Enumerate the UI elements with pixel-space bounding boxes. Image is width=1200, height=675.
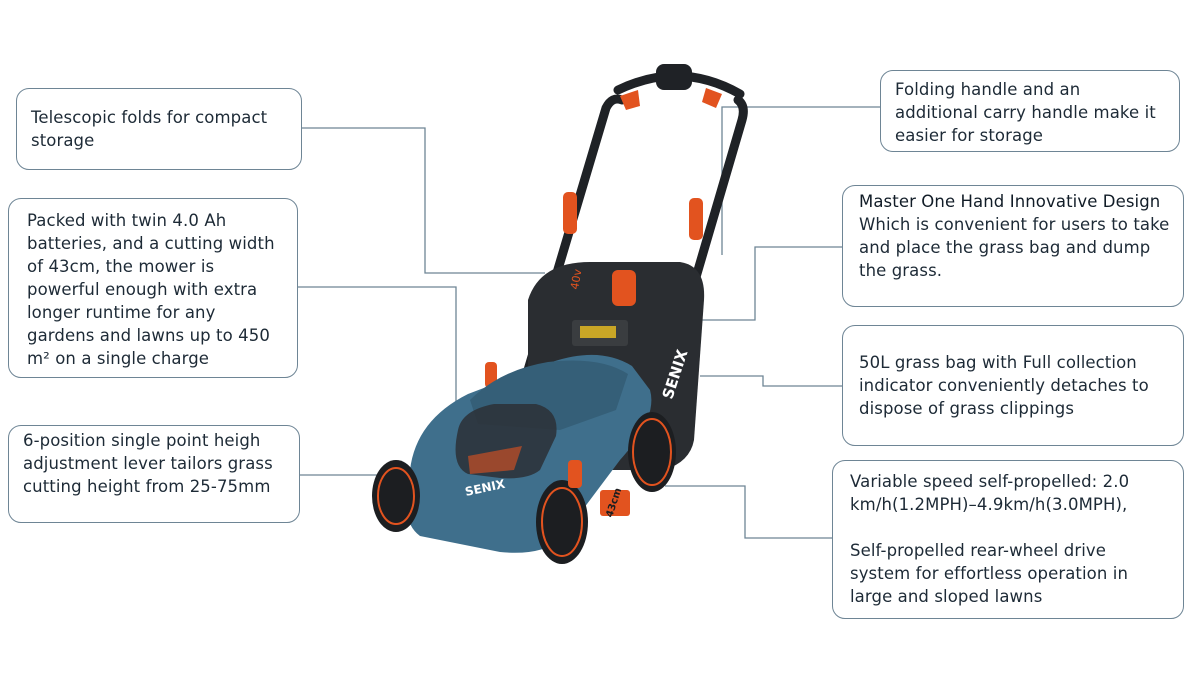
leader-telescopic: [302, 127, 545, 274]
clamp-right: [689, 198, 703, 240]
callout-height-adjust-text: 6-position single point heigh adjustment…: [23, 431, 273, 496]
callout-height-adjust: 6-position single point heigh adjustment…: [8, 425, 300, 523]
front-wheel-right: [536, 480, 588, 564]
callout-batteries-text: Packed with twin 4.0 Ah batteries, and a…: [27, 211, 275, 368]
callout-batteries: Packed with twin 4.0 Ah batteries, and a…: [8, 198, 298, 378]
callout-one-hand: Master One Hand Innovative Design Which …: [842, 185, 1184, 307]
voltage-badge-text: 40v: [568, 268, 584, 291]
callout-rear-drive-text: Self-propelled rear-wheel drive system f…: [850, 541, 1129, 606]
front-wheel-left: [372, 460, 420, 532]
callout-grass-bag-text: 50L grass bag with Full collection indic…: [859, 353, 1149, 418]
callout-folding-handle: Folding handle and an additional carry h…: [880, 70, 1180, 152]
callout-one-hand-title: Master One Hand Innovative Design: [859, 192, 1161, 211]
leader-batteries: [298, 286, 457, 420]
callout-telescopic: Telescopic folds for compact storage: [16, 88, 302, 170]
carry-handle: [612, 270, 636, 306]
leader-speed: [665, 485, 832, 539]
height-lever: [568, 460, 582, 488]
grip-right: [702, 88, 722, 108]
callout-telescopic-text: Telescopic folds for compact storage: [31, 108, 268, 150]
leader-grass-bag: [700, 375, 842, 387]
callout-folding-handle-text: Folding handle and an additional carry h…: [895, 80, 1156, 145]
leader-one-hand: [660, 246, 842, 321]
callout-speed: Variable speed self-propelled: 2.0 km/h(…: [832, 460, 1184, 619]
callout-speed-text: Variable speed self-propelled: 2.0 km/h(…: [850, 472, 1130, 514]
callout-grass-bag: 50L grass bag with Full collection indic…: [842, 325, 1184, 446]
grip-left: [620, 90, 640, 110]
callout-one-hand-body: Which is convenient for users to take an…: [859, 215, 1170, 280]
clamp-left: [563, 192, 577, 234]
control-box: [656, 64, 692, 90]
rear-wheel-right: [628, 412, 676, 492]
leader-folding-handle: [721, 106, 880, 255]
